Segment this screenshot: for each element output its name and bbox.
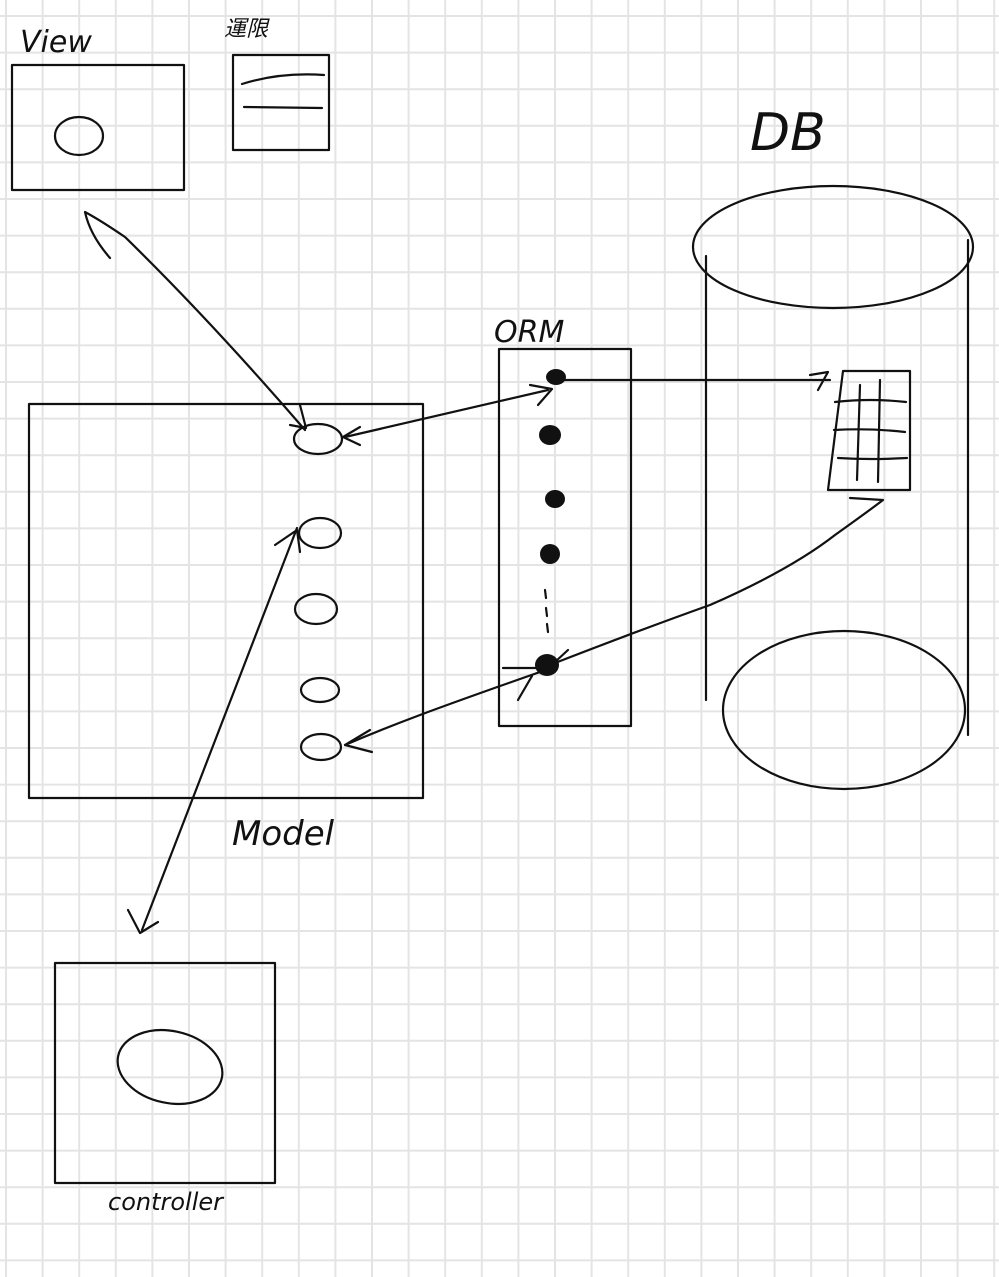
db-bottom-ellipse — [721, 629, 967, 791]
orm-node — [540, 544, 560, 564]
orm-label: ORM — [494, 315, 564, 350]
model-elements — [292, 422, 344, 762]
model-label: Model — [232, 814, 335, 854]
permission-box — [231, 53, 331, 152]
model-box — [27, 402, 425, 800]
arrow-model-orm — [343, 388, 550, 439]
orm-node — [545, 490, 565, 508]
model-element — [297, 516, 343, 550]
arrow-view-model — [83, 210, 307, 432]
view-box — [10, 63, 186, 192]
arrow-model-controller — [140, 526, 299, 932]
arrow-orm-model — [343, 670, 542, 747]
permission-line — [242, 105, 324, 110]
permission-line — [240, 73, 326, 86]
model-element — [299, 676, 341, 704]
db-table — [808, 369, 912, 492]
controller-element — [116, 1029, 224, 1105]
db-top-ellipse — [691, 184, 975, 310]
permission-label: 運限 — [224, 17, 270, 42]
model-element — [299, 732, 343, 762]
orm-box — [497, 347, 633, 728]
db-label: DB — [750, 103, 826, 163]
model-element — [293, 592, 339, 626]
controller-label: controller — [108, 1188, 225, 1216]
arrows — [83, 210, 885, 935]
model-element — [292, 422, 344, 456]
view-label: View — [20, 25, 92, 60]
ellipsis-dots — [543, 588, 550, 634]
orm-node — [535, 654, 559, 676]
view-element — [53, 115, 105, 157]
controller-box — [53, 961, 277, 1185]
orm-node — [539, 425, 561, 445]
orm-node — [546, 369, 566, 385]
arrow-orm-db-table — [553, 496, 885, 665]
orm-nodes — [535, 369, 566, 676]
